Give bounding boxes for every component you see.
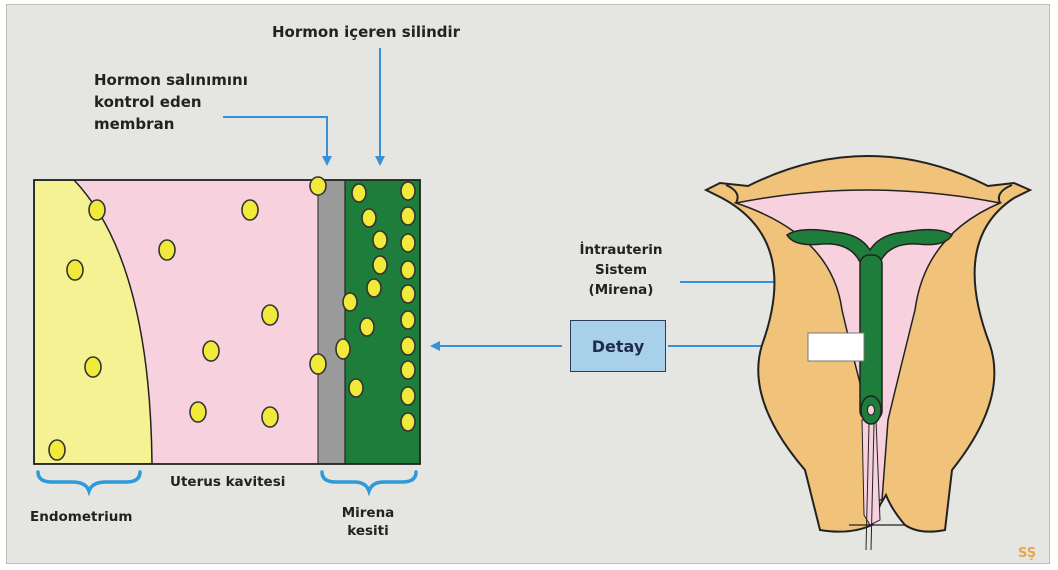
endometrium-brace [38,472,140,491]
ius-label-line3: (Mirena) [566,282,676,298]
membrane-label-line1: Hormon salınımını [94,70,248,90]
uterine-cavity-label: Uterus kavitesi [170,474,285,490]
ius-label-line1: İntrauterin [566,242,676,258]
hormone-cylinder-label: Hormon içeren silindir [272,22,460,42]
detail-highlight-box [808,333,864,361]
membrane-pointer-arrow [223,117,327,164]
mirena-brace [322,472,416,491]
mirena-section-label-line1: Mirena [328,505,408,521]
mirena-section-label-line2: kesiti [328,523,408,539]
author-signature: SŞ [1018,546,1036,561]
membrane-label-line3: membran [94,114,174,134]
endometrium-label: Endometrium [30,509,132,525]
uterus-illustration [706,156,1030,550]
membrane-layer [318,180,345,464]
membrane-label-line2: kontrol eden [94,92,202,112]
detail-button[interactable]: Detay [570,320,666,372]
ius-label-line2: Sistem [566,262,676,278]
